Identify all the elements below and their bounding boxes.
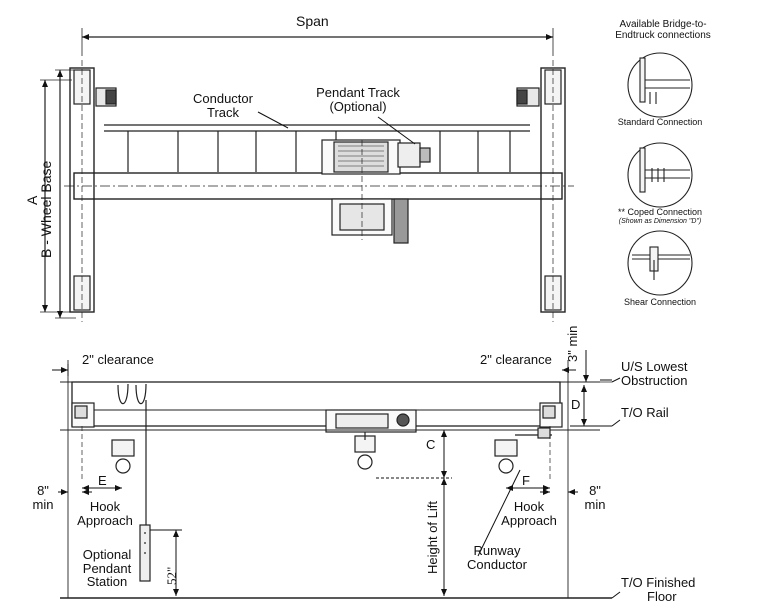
span-label: Span [296,13,329,29]
hook-approach-right-label: Hook Approach [494,500,564,527]
eight-min-right-line2: min [584,496,606,512]
finished-floor-label: T/O Finished Floor [621,576,695,603]
height-of-lift-label: Height of Lift [425,501,440,574]
connections-heading: Available Bridge-to- Endtruck connection… [598,19,728,41]
eight-min-right-line1: 8" [589,483,601,498]
hook-approach-right-line1: Hook [513,499,545,514]
conductor-track-label: Conductor Track [184,92,262,119]
elevation-view [60,360,612,599]
top-of-rail-label: T/O Rail [621,405,669,420]
eight-min-right-label: 8" min [580,484,610,511]
pendant-track-label: Pendant Track (Optional) [312,86,404,113]
dimension-c-label: C [426,437,436,452]
clearance-left-label: 2" clearance [82,352,154,367]
finished-floor-line1: T/O Finished [621,575,696,590]
dimension-d-label: D [571,397,581,412]
pendant-track-line1: Pendant Track [316,85,400,100]
shear-connection-label: Shear Connection [623,297,697,307]
connections-heading-line1: Available Bridge-to- [619,19,707,30]
plan-leaders [257,111,416,145]
elevation-dimensions [52,350,621,599]
pendant-track-line2: (Optional) [329,98,387,114]
eight-min-left-line1: 8" [37,483,49,498]
lowest-obstruction-label: U/S Lowest Obstruction [621,360,687,387]
conductor-track-line1: Conductor [193,91,253,106]
eight-min-left-label: 8" min [28,484,58,511]
pendant-station-line3: Station [86,574,128,590]
pendant-station-label: Optional Pendant Station [74,548,140,589]
standard-connection-label: Standard Connection [617,117,703,127]
hook-approach-left-line2: Approach [77,512,133,528]
conductor-track-line2: Track [206,104,240,120]
runway-conductor-label: Runway Conductor [456,544,538,571]
fifty-two-label: 52" [164,566,179,585]
eight-min-left-line2: min [32,496,54,512]
runway-conductor-line2: Conductor [467,556,527,572]
connection-details [627,52,693,296]
lowest-obstruction-line1: U/S Lowest [621,359,688,374]
pendant-station-line2: Pendant [82,560,132,576]
finished-floor-line2: Floor [647,588,677,604]
runway-conductor-line1: Runway [473,543,521,558]
coped-connection-label: ** Coped Connection [617,207,703,217]
hook-approach-left-label: Hook Approach [70,500,140,527]
lowest-obstruction-line2: Obstruction [621,372,688,388]
hook-approach-left-line1: Hook [89,499,121,514]
plan-view [40,28,574,322]
clearance-right-label: 2" clearance [480,352,552,367]
connections-heading-line2: Endtruck connections [615,29,711,41]
dimension-e-label: E [98,473,107,488]
hook-approach-right-line2: Approach [501,512,557,528]
wheel-base-label: B - Wheel Base [38,160,54,258]
three-min-label: 3" min [565,325,580,362]
pendant-station-line1: Optional [82,547,132,562]
dimension-f-label: F [522,473,530,488]
coped-connection-note: (Shown as Dimension "D") [618,218,702,225]
